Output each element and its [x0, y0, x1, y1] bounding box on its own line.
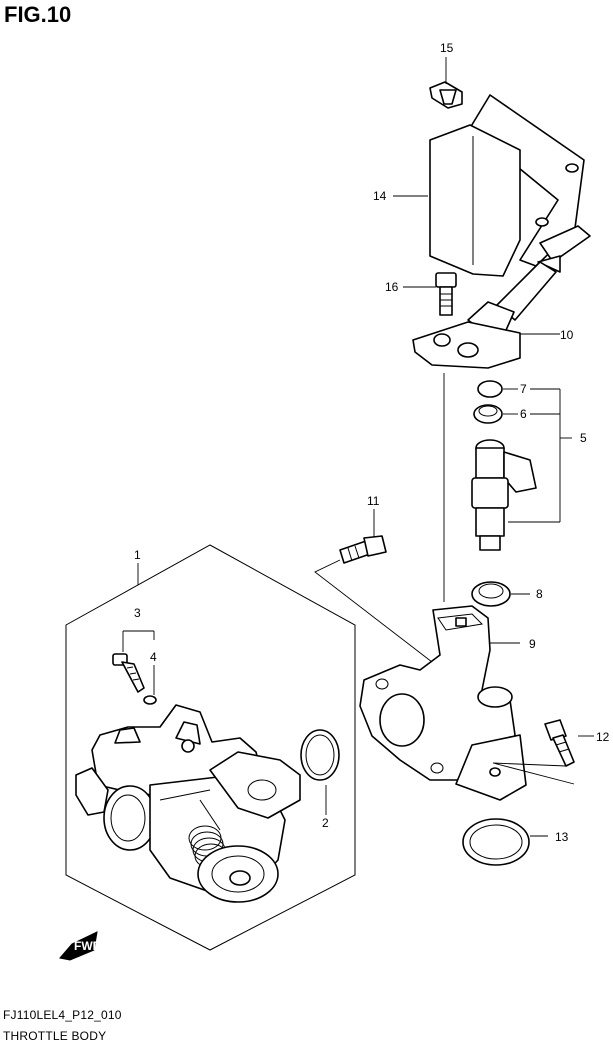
part-13-gasket — [462, 818, 530, 866]
part-11-bolt — [339, 535, 387, 564]
part-3-screw — [112, 653, 145, 693]
part-7-o-ring — [477, 380, 503, 398]
leader-lines — [122, 57, 594, 837]
callout-15: 15 — [440, 41, 454, 55]
fwd-arrow-icon: FWD — [59, 931, 102, 961]
callout-7: 7 — [520, 382, 527, 396]
callout-10: 10 — [560, 328, 574, 342]
callout-8: 8 — [536, 587, 543, 601]
part-2-o-ring — [300, 729, 340, 781]
part-10-holder — [412, 225, 591, 369]
callout-12: 12 — [596, 730, 610, 744]
callout-9: 9 — [529, 637, 536, 651]
part-6-seal — [473, 404, 503, 424]
figure-title: FIG.10 — [4, 2, 72, 27]
callout-6: 6 — [520, 407, 527, 421]
assembly-boundary-hexagon — [65, 544, 356, 951]
part-12-bolt — [544, 719, 575, 767]
part-5-injector — [471, 439, 537, 551]
diagram-caption: THROTTLE BODY — [3, 1029, 107, 1043]
callout-3: 3 — [134, 606, 141, 620]
throttle-body-assembly — [75, 704, 301, 903]
callout-4: 4 — [150, 650, 157, 664]
callout-14: 14 — [373, 189, 387, 203]
part-15-clip — [429, 81, 463, 109]
callout-13: 13 — [555, 830, 569, 844]
catalog-code: FJ110LEL4_P12_010 — [3, 1008, 122, 1022]
callout-2: 2 — [322, 816, 329, 830]
part-8-seal — [471, 581, 511, 607]
callout-1: 1 — [134, 548, 141, 562]
callout-11: 11 — [367, 494, 380, 508]
fwd-label: FWD — [74, 939, 102, 953]
part-9-manifold — [359, 605, 527, 801]
part-16-bolt — [435, 272, 457, 316]
part-14-cover — [429, 94, 585, 277]
part-4-washer — [143, 695, 157, 705]
callout-16: 16 — [385, 280, 399, 294]
callout-labels: 1 2 3 4 5 6 7 8 9 10 11 12 13 14 15 16 — [134, 41, 610, 844]
callout-5: 5 — [580, 431, 587, 445]
